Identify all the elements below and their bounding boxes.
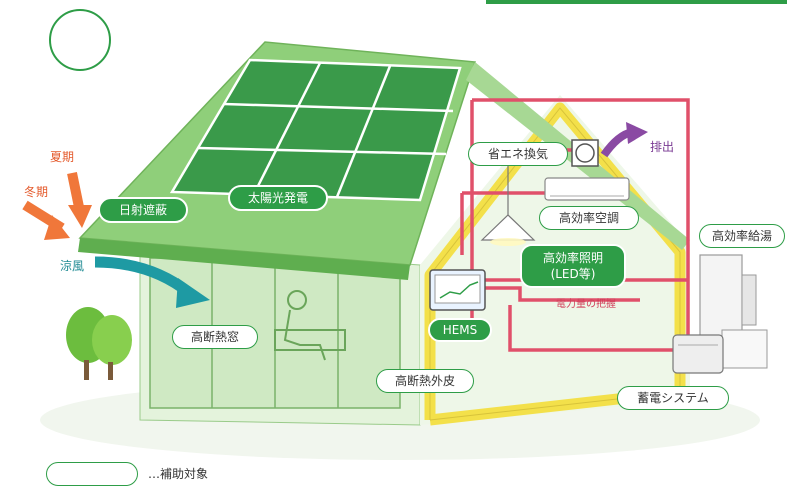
tag-efficient-lighting-line2: (LED等) [550,267,596,281]
water-heater-icon [699,254,768,369]
summer-sun-arrow [67,171,92,228]
ventilation-fan-icon [571,139,599,167]
exhaust-label: 排出 [650,140,675,154]
empty-circle-badge [49,9,111,71]
winter-sun-arrow [22,200,70,240]
solar-panel-array [169,58,462,202]
tag-insulated-envelope: 高断熱外皮 [376,369,474,393]
winter-label: 冬期 [24,185,49,199]
bush-icon [66,307,132,380]
tag-storage-system: 蓄電システム [617,386,729,410]
tag-insulated-window: 高断熱窓 [172,325,258,349]
power-monitor-label: 電力量の把握 [556,299,616,310]
legend-text: …補助対象 [148,467,209,481]
exhaust-arrow [600,122,648,158]
summer-label: 夏期 [50,150,75,164]
header-bar [486,0,787,4]
tag-hems: HEMS [428,318,492,342]
battery-storage-icon [672,334,724,374]
tag-efficient-water-heating: 高効率給湯 [699,224,785,248]
legend-swatch [46,462,138,486]
tag-solar-power: 太陽光発電 [228,185,328,211]
wiring [460,98,690,352]
person-icon [274,290,346,361]
tag-energy-saving-ventilation: 省エネ換気 [468,142,568,166]
cool-breeze-label: 涼風 [60,259,85,273]
tag-solar-shading: 日射遮蔽 [98,197,188,223]
tag-efficient-ac: 高効率空調 [539,206,639,230]
tag-efficient-lighting: 高効率照明 (LED等) [520,244,626,288]
roof-edge [78,238,410,280]
air-conditioner-icon [544,177,630,201]
pendant-lamp-icon [480,160,536,246]
hems-monitor-icon [429,269,486,311]
cool-breeze-arrow [94,256,210,308]
tag-efficient-lighting-line1: 高効率照明 [542,251,603,265]
